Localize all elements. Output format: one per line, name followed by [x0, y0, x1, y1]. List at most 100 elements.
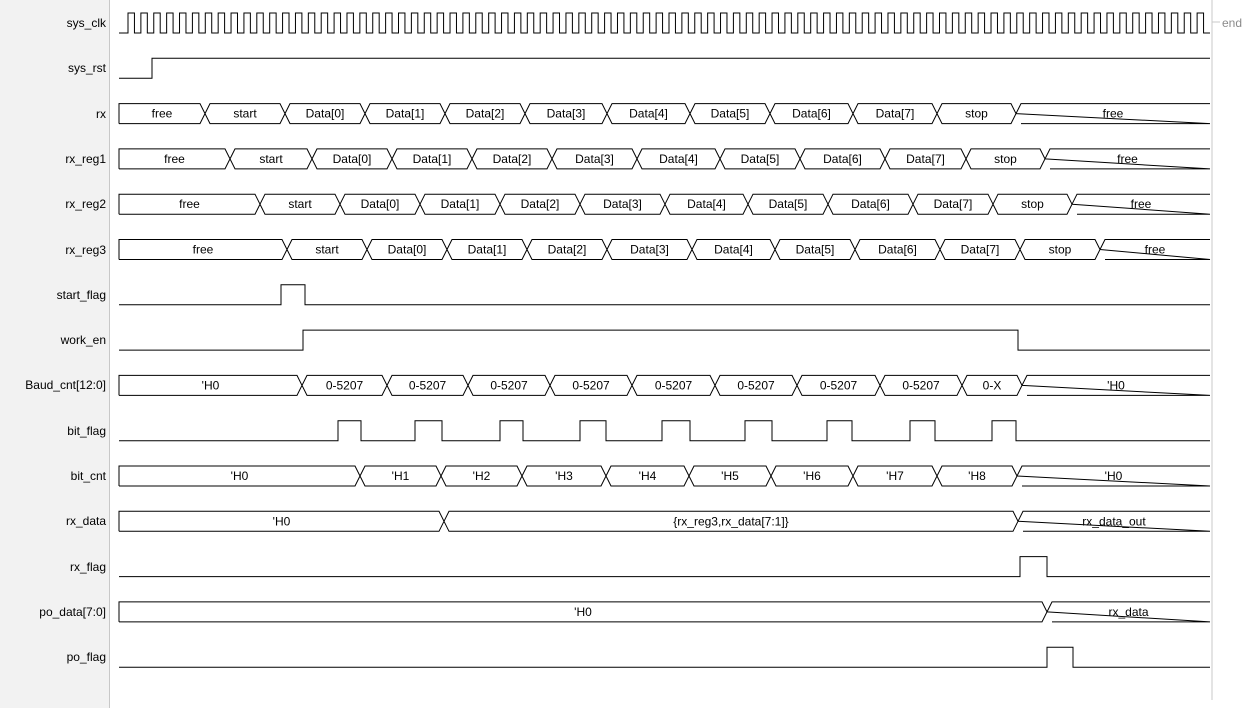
signal-label-po-data-7-0[interactable]: po_data[7:0]	[39, 604, 106, 619]
bus-value-rx-reg1: Data[3]	[575, 152, 614, 166]
bus-value-rx: stop	[965, 107, 988, 121]
waveform-sys-clk	[119, 12, 1210, 34]
bus-value-bit-cnt: 'H2	[473, 469, 491, 483]
bus-value-bit-cnt: 'H1	[392, 469, 410, 483]
bus-value-rx-reg2: stop	[1021, 197, 1044, 211]
bus-value-rx-reg3: Data[7]	[961, 243, 1000, 257]
bus-value-rx: Data[3]	[547, 107, 586, 121]
bus-value-bit-cnt: 'H5	[721, 469, 739, 483]
bus-value-rx-reg3: Data[3]	[630, 243, 669, 257]
bus-value-rx-reg2: Data[5]	[769, 197, 808, 211]
bus-segment-rx-reg3	[118, 239, 288, 260]
bus-segment-po-data-7-0	[1046, 601, 1211, 623]
bus-value-rx-reg3: Data[4]	[714, 243, 753, 257]
bus-value-rx-reg2: Data[0]	[361, 197, 400, 211]
bus-value-rx-reg1: Data[6]	[823, 152, 862, 166]
bus-value-rx-reg1: Data[0]	[333, 152, 372, 166]
bus-segment-baud-cnt-12-0	[118, 374, 303, 396]
bus-value-rx-reg3: start	[315, 243, 339, 257]
bus-value-rx: Data[2]	[466, 107, 505, 121]
bus-value-rx: Data[4]	[629, 107, 668, 121]
waveform-po-flag	[119, 646, 1210, 668]
bus-value-rx-reg2: free	[1131, 197, 1152, 211]
bus-segment-rx	[118, 103, 206, 125]
bus-value-baud-cnt-12-0: 'H0	[1107, 378, 1125, 392]
bus-value-bit-cnt: 'H3	[555, 469, 573, 483]
signal-label-bit-flag[interactable]: bit_flag	[67, 423, 106, 438]
bus-value-rx-reg2: Data[3]	[603, 197, 642, 211]
bus-value-rx-reg3: free	[193, 243, 214, 257]
bus-segment-po-data-7-0	[118, 601, 1048, 623]
signal-label-bit-cnt[interactable]: bit_cnt	[70, 469, 106, 483]
bus-value-baud-cnt-12-0: 0-5207	[572, 378, 610, 392]
signal-label-rx-reg3[interactable]: rx_reg3	[65, 242, 106, 257]
bus-segment-baud-cnt-12-0	[1021, 374, 1211, 396]
bus-value-rx-reg1: free	[164, 152, 185, 166]
bus-value-rx: Data[1]	[386, 107, 425, 121]
signal-label-rx-flag[interactable]: rx_flag	[69, 559, 106, 574]
bus-value-baud-cnt-12-0: 0-5207	[820, 378, 858, 392]
bus-value-rx-reg3: free	[1145, 243, 1166, 257]
signal-label-start-flag[interactable]: start_flag	[56, 287, 106, 302]
signal-label-baud-cnt-12-0[interactable]: Baud_cnt[12:0]	[25, 378, 106, 393]
bus-value-rx-reg3: Data[6]	[878, 243, 917, 257]
bus-segment-rx-reg2	[118, 193, 261, 215]
end-marker-label: end	[1222, 16, 1242, 30]
bus-segment-rx-reg3	[1099, 239, 1211, 260]
bus-value-po-data-7-0: rx_data	[1108, 605, 1148, 619]
bus-segment-rx-reg2	[1071, 193, 1211, 215]
bus-value-rx-reg1: Data[4]	[659, 152, 698, 166]
signal-label-po-flag[interactable]: po_flag	[66, 650, 106, 665]
bus-value-rx-reg2: Data[6]	[851, 197, 890, 211]
bus-value-bit-cnt: 'H0	[1105, 469, 1123, 483]
bus-value-rx-reg2: Data[2]	[521, 197, 560, 211]
bus-segment-rx-data	[118, 510, 445, 532]
signal-label-work-en[interactable]: work_en	[60, 333, 106, 348]
bus-value-bit-cnt: 'H4	[639, 469, 657, 483]
bus-value-rx-reg1: stop	[994, 152, 1017, 166]
bus-value-bit-cnt: 'H0	[231, 469, 249, 483]
bus-value-rx-data: {rx_reg3,rx_data[7:1]}	[673, 514, 788, 528]
bus-value-po-data-7-0: 'H0	[574, 605, 592, 619]
bus-value-bit-cnt: 'H7	[886, 469, 904, 483]
bus-value-rx-reg1: start	[259, 152, 283, 166]
bus-value-bit-cnt: 'H6	[803, 469, 821, 483]
bus-value-rx-reg2: Data[4]	[687, 197, 726, 211]
bus-value-rx-data: rx_data_out	[1082, 514, 1146, 528]
bus-value-rx: Data[6]	[792, 107, 831, 121]
bus-value-rx-reg3: Data[5]	[796, 243, 835, 257]
bus-value-baud-cnt-12-0: 0-5207	[490, 378, 528, 392]
bus-value-rx-reg3: Data[2]	[548, 243, 587, 257]
bus-value-rx-reg1: Data[7]	[906, 152, 945, 166]
bus-value-rx-reg3: Data[0]	[388, 243, 427, 257]
bus-value-baud-cnt-12-0: 0-5207	[409, 378, 447, 392]
bus-value-baud-cnt-12-0: 'H0	[202, 378, 220, 392]
bus-value-baud-cnt-12-0: 0-5207	[902, 378, 940, 392]
bus-segment-rx	[1015, 103, 1211, 125]
bus-segment-rx-reg1	[1044, 148, 1211, 170]
bus-value-rx-reg2: free	[179, 197, 200, 211]
waveform-rx-flag	[119, 556, 1210, 578]
bus-value-rx-reg1: Data[1]	[413, 152, 452, 166]
bus-value-baud-cnt-12-0: 0-5207	[326, 378, 364, 392]
waveform-work-en	[119, 329, 1210, 351]
signal-label-rx[interactable]: rx	[96, 106, 106, 121]
signal-label-sys-clk[interactable]: sys_clk	[66, 16, 106, 30]
bus-value-rx-reg1: Data[5]	[741, 152, 780, 166]
bus-segment-rx-reg1	[118, 148, 231, 170]
signal-label-rx-data[interactable]: rx_data	[65, 514, 106, 529]
bus-value-baud-cnt-12-0: 0-X	[983, 378, 1002, 392]
signal-label-rx-reg2[interactable]: rx_reg2	[65, 197, 106, 212]
bus-value-rx: free	[152, 107, 173, 121]
bus-value-baud-cnt-12-0: 0-5207	[655, 378, 693, 392]
signal-label-rx-reg1[interactable]: rx_reg1	[65, 151, 106, 166]
bus-value-rx-reg2: Data[1]	[441, 197, 480, 211]
bus-value-rx-reg2: Data[7]	[934, 197, 973, 211]
bus-value-baud-cnt-12-0: 0-5207	[737, 378, 775, 392]
signal-label-sys-rst[interactable]: sys_rst	[67, 61, 106, 76]
bus-value-rx-data: 'H0	[273, 514, 291, 528]
